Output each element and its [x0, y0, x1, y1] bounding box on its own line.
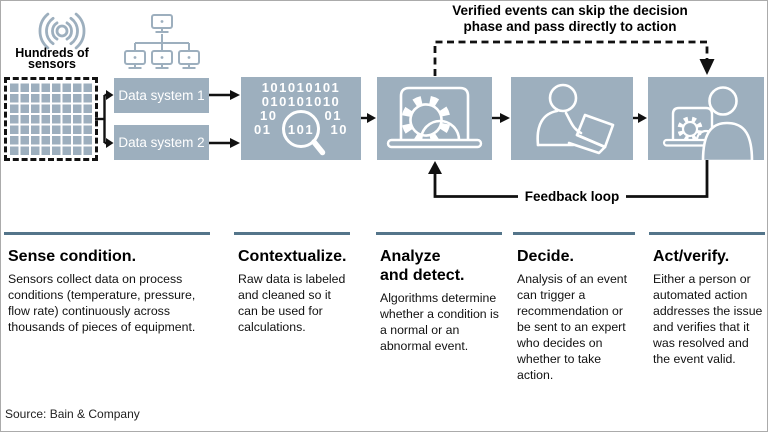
column-contextualize: Contextualize. Raw data is labeled and c…: [234, 232, 350, 335]
data-system-2-label: Data system 2: [118, 135, 205, 150]
magnifier-icon: [282, 110, 326, 156]
analyze-stage-box: [377, 77, 492, 160]
data-system-1-box: Data system 1: [114, 78, 209, 113]
sensors-caption: Hundreds of sensors: [9, 46, 95, 71]
wireless-sensor-icon: [38, 12, 86, 50]
binary-fragment: 10: [260, 108, 278, 123]
column-body: Sensors collect data on process conditio…: [8, 272, 196, 334]
column-sense-condition: Sense condition. Sensors collect data on…: [4, 232, 210, 335]
sensors-caption-line: sensors: [28, 57, 76, 71]
sensors-caption-line: Hundreds of: [15, 46, 89, 60]
column-title: Contextualize.: [234, 247, 350, 266]
contextualize-stage-box: 101010101 010101010 10 01 01 101 10: [241, 77, 361, 160]
column-title-line: and detect.: [380, 267, 465, 284]
sensor-grid: [4, 77, 98, 161]
laptop-gear-icon: [386, 86, 483, 149]
process-flow-diagram: Hundreds of sensors: [1, 1, 767, 229]
binary-fragment: 01: [324, 108, 342, 123]
skip-annotation: Verified events can skip the decision ph…: [452, 3, 688, 34]
column-decide: Decide. Analysis of an event can trigger…: [513, 232, 635, 383]
column-rule: [649, 232, 765, 235]
act-verify-stage-box: [648, 77, 764, 160]
column-body: Raw data is labeled and cleaned so it ca…: [238, 272, 346, 334]
column-rule: [4, 232, 210, 235]
source-attribution: Source: Bain & Company: [5, 407, 140, 421]
binary-magnified-fragment: 101: [287, 122, 315, 137]
binary-fragment: 01: [254, 122, 272, 137]
binary-row: 01 101 10: [241, 122, 361, 137]
person-laptop-gear-icon: [662, 86, 754, 160]
binary-row: 010101010: [261, 94, 341, 109]
column-title-line: Contextualize.: [238, 248, 347, 265]
data-system-1-label: Data system 1: [118, 88, 205, 103]
column-rule: [376, 232, 502, 235]
column-title: Analyze and detect.: [376, 247, 502, 285]
column-title-line: Analyze: [380, 248, 441, 265]
column-title-line: Decide.: [517, 248, 574, 265]
network-monitors-icon: [124, 14, 200, 69]
column-analyze-detect: Analyze and detect. Algorithms determine…: [376, 232, 502, 354]
column-body: Algorithms determine whether a condition…: [380, 291, 499, 353]
column-title-line: Act/verify.: [653, 248, 730, 265]
binary-data-icon: 101010101 010101010 10 01 01 101 10: [241, 77, 361, 160]
person-laptop-icon: [536, 83, 615, 155]
binary-row: 101010101: [261, 80, 341, 95]
column-title-line: Sense condition.: [8, 248, 137, 265]
column-title: Decide.: [513, 247, 635, 266]
column-body: Either a person or automated action addr…: [653, 272, 763, 366]
sensor-grid-cells: [10, 83, 92, 155]
binary-row: 10 01: [241, 108, 361, 123]
binary-fragment: 10: [330, 122, 348, 137]
column-title: Act/verify.: [649, 247, 765, 266]
column-act-verify: Act/verify. Either a person or automated…: [649, 232, 765, 367]
data-system-2-box: Data system 2: [114, 125, 209, 160]
column-rule: [234, 232, 350, 235]
column-title: Sense condition.: [4, 247, 210, 266]
feedback-loop-label: Feedback loop: [519, 189, 625, 204]
column-body: Analysis of an event can trigger a recom…: [517, 272, 628, 382]
column-rule: [513, 232, 635, 235]
decide-stage-box: [511, 77, 633, 160]
